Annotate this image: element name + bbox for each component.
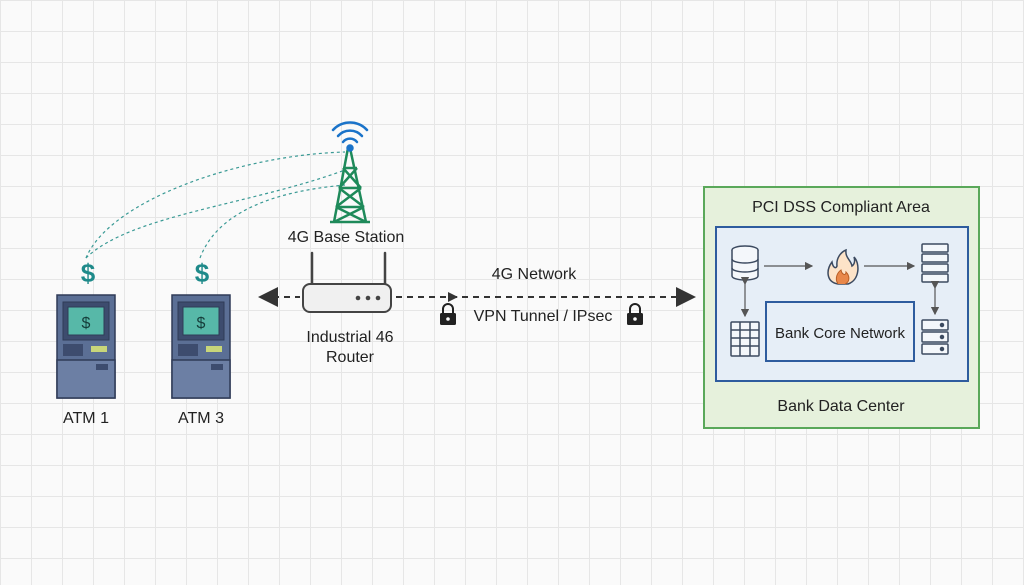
lock-icon <box>440 303 456 325</box>
atm-3-icon: $ <box>171 294 231 399</box>
atm-1-icon: $ <box>56 294 116 399</box>
network-label: 4G Network <box>491 266 577 283</box>
svg-text:$: $ <box>82 315 91 332</box>
bank-core-network-box: Bank Core Network <box>765 301 915 362</box>
cell-tower-icon <box>330 147 370 224</box>
pci-dss-label: PCI DSS Compliant Area <box>752 199 930 216</box>
wireless-links <box>85 151 346 259</box>
atm-3-currency-icon: $ <box>194 258 210 288</box>
atm-1-label: ATM 1 <box>63 410 109 427</box>
wan-link-arrow-mid <box>448 292 458 302</box>
data-center-label: Bank Data Center <box>777 398 905 415</box>
wireless-link-atm3 <box>199 184 346 259</box>
signal-waves-icon <box>331 121 369 152</box>
atm-1-currency-icon: $ <box>80 258 96 288</box>
wireless-link-atm1-b <box>85 169 346 259</box>
lock-icon <box>627 303 643 325</box>
router-icon <box>302 251 392 313</box>
svg-text:$: $ <box>197 315 206 332</box>
router-label-line2: Router <box>325 349 375 366</box>
base-station-label: 4G Base Station <box>287 229 405 246</box>
bank-core-network-label: Bank Core Network <box>774 325 906 342</box>
vpn-tunnel-label: VPN Tunnel / IPsec <box>473 308 613 325</box>
atm-3-label: ATM 3 <box>178 410 224 427</box>
wireless-link-atm1 <box>85 151 346 259</box>
router-label-line1: Industrial 46 <box>306 329 394 346</box>
